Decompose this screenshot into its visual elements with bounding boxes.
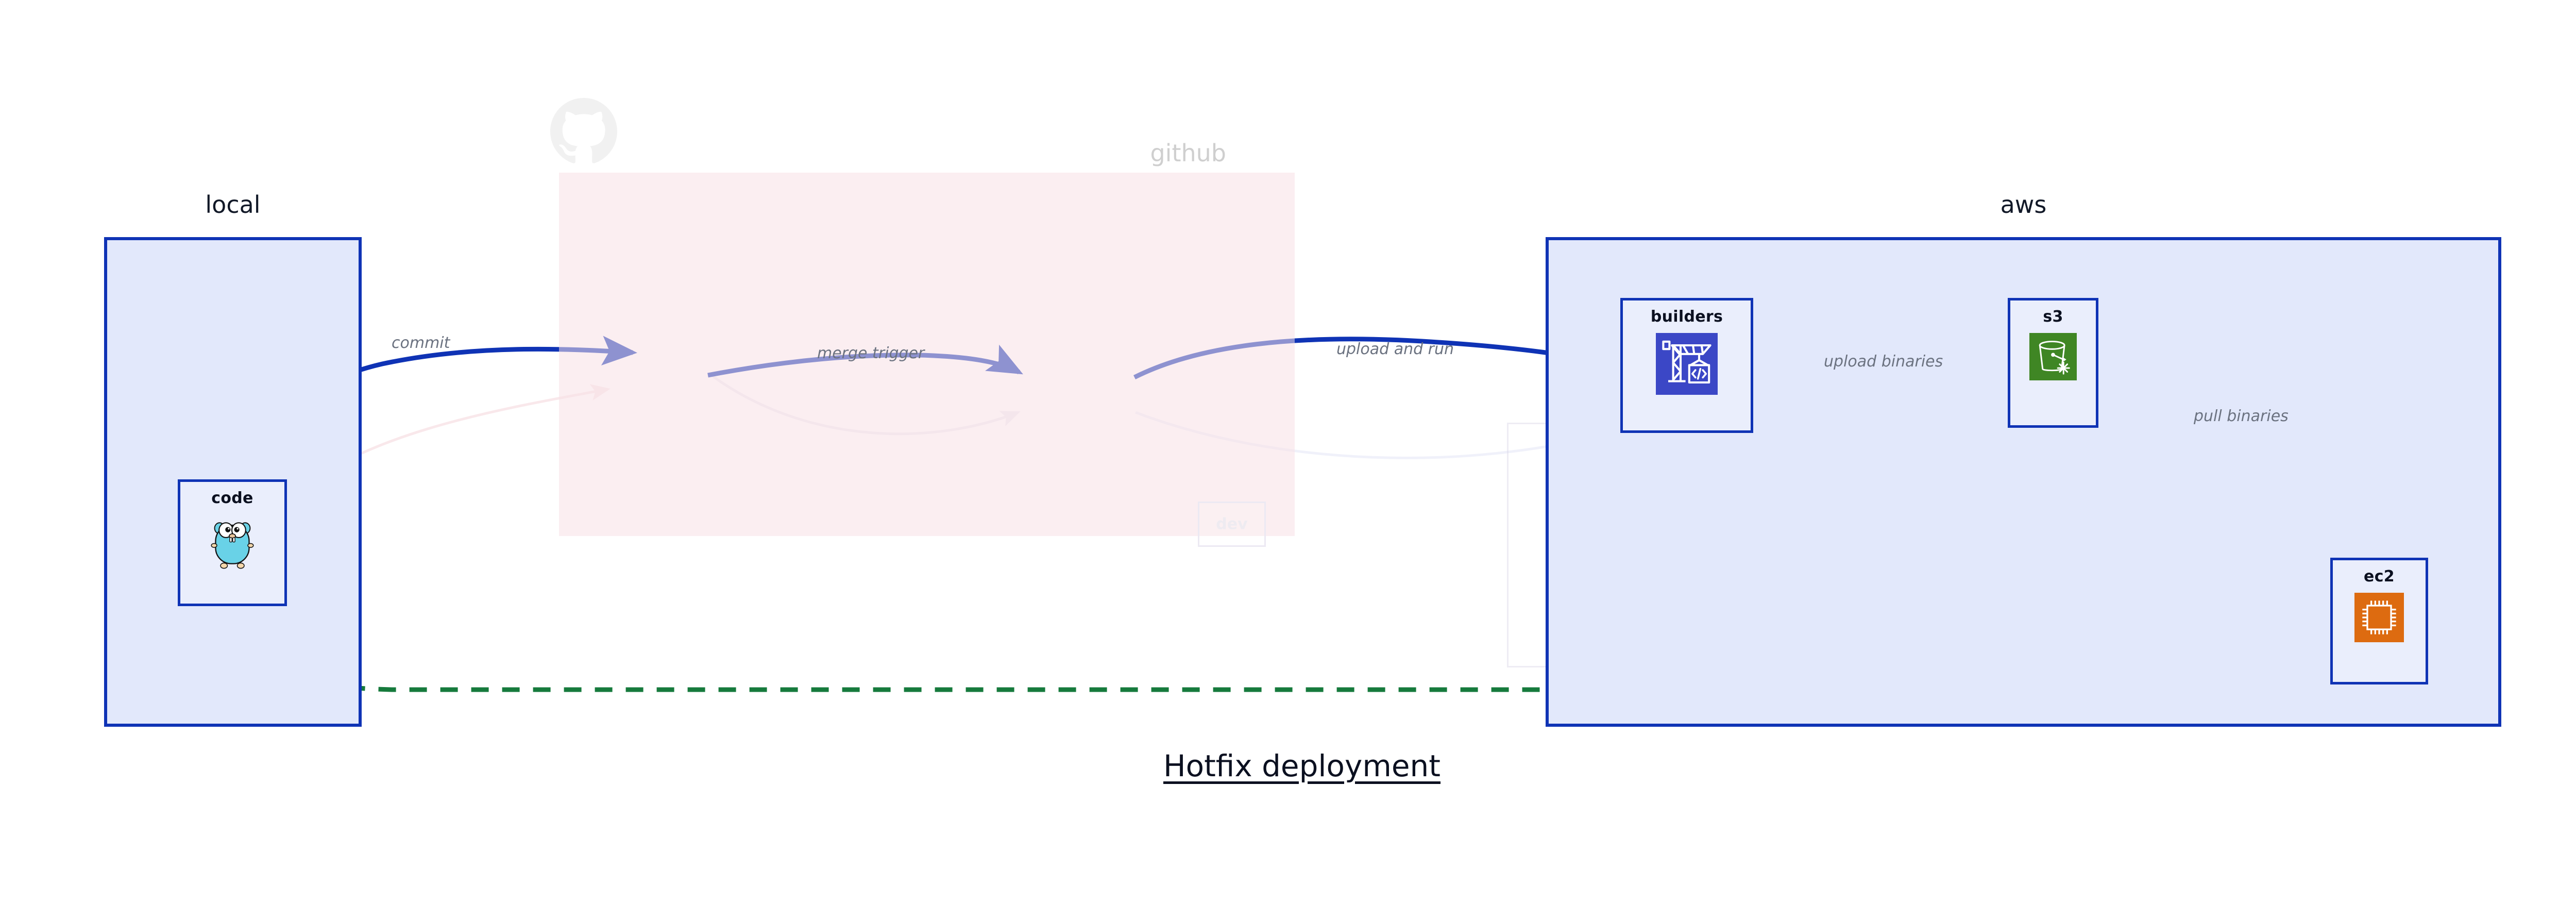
edge-label-pull-binaries: pull binaries (2194, 407, 2289, 425)
node-code-label: code (211, 489, 253, 507)
cluster-github-label: github (1150, 139, 1226, 167)
cluster-local (104, 237, 362, 727)
node-code[interactable]: code (178, 479, 287, 606)
node-ec2-label: ec2 (2364, 567, 2395, 586)
diagram-title: Hotfix deployment (1163, 748, 1441, 783)
github-octocat-icon (550, 98, 617, 163)
s3-bucket-icon (2029, 333, 2077, 380)
cluster-local-label: local (205, 191, 261, 219)
node-s3-label: s3 (2043, 308, 2063, 326)
crane-code-icon (1656, 333, 1718, 395)
node-dev-label: dev (1216, 515, 1248, 533)
node-ec2[interactable]: ec2 (2330, 558, 2428, 684)
node-builders[interactable]: builders (1620, 298, 1753, 433)
node-builders-label: builders (1650, 308, 1723, 326)
cluster-github: master dev workflows (559, 173, 1783, 667)
edge-label-commit: commit (392, 334, 450, 352)
edge-label-merge-trigger: merge trigger (817, 344, 925, 362)
go-gopher-icon (204, 514, 261, 571)
cluster-aws-label: aws (2000, 191, 2047, 219)
node-dev[interactable]: dev (1198, 502, 1266, 547)
cpu-chip-icon (2354, 593, 2404, 642)
edge-label-upload-and-run: upload and run (1336, 340, 1454, 358)
edge-label-upload-binaries: upload binaries (1824, 353, 1943, 371)
node-s3[interactable]: s3 (2008, 298, 2098, 428)
